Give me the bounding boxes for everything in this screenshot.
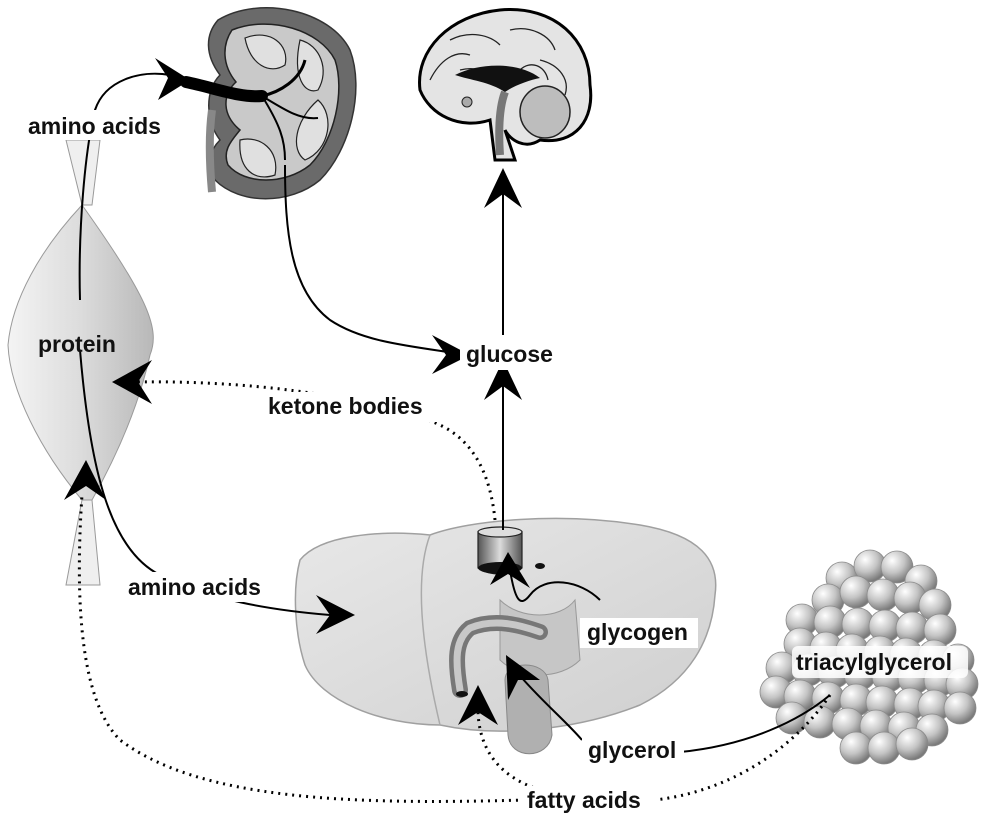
arrowhead-kidney (155, 58, 190, 100)
label-glycogen: glycogen (587, 619, 688, 645)
label-fatty-acids: fatty acids (527, 787, 641, 813)
label-protein: protein (38, 331, 116, 357)
label-ketone-bodies: ketone bodies (268, 393, 423, 419)
label-glucose: glucose (466, 341, 553, 367)
fat-droplet (944, 692, 976, 724)
label-amino-acids-top: amino acids (28, 113, 161, 139)
brain-illustration (420, 10, 591, 160)
kidney-to-glucose-arrow (285, 165, 448, 352)
kidney-illustration (186, 8, 356, 199)
label-amino-acids-bottom: amino acids (128, 574, 261, 600)
label-glycerol: glycerol (588, 737, 676, 763)
fat-droplet (868, 732, 900, 764)
fat-droplet (840, 732, 872, 764)
label-triacylglycerol: triacylglycerol (796, 649, 952, 675)
fat-droplet (896, 728, 928, 760)
